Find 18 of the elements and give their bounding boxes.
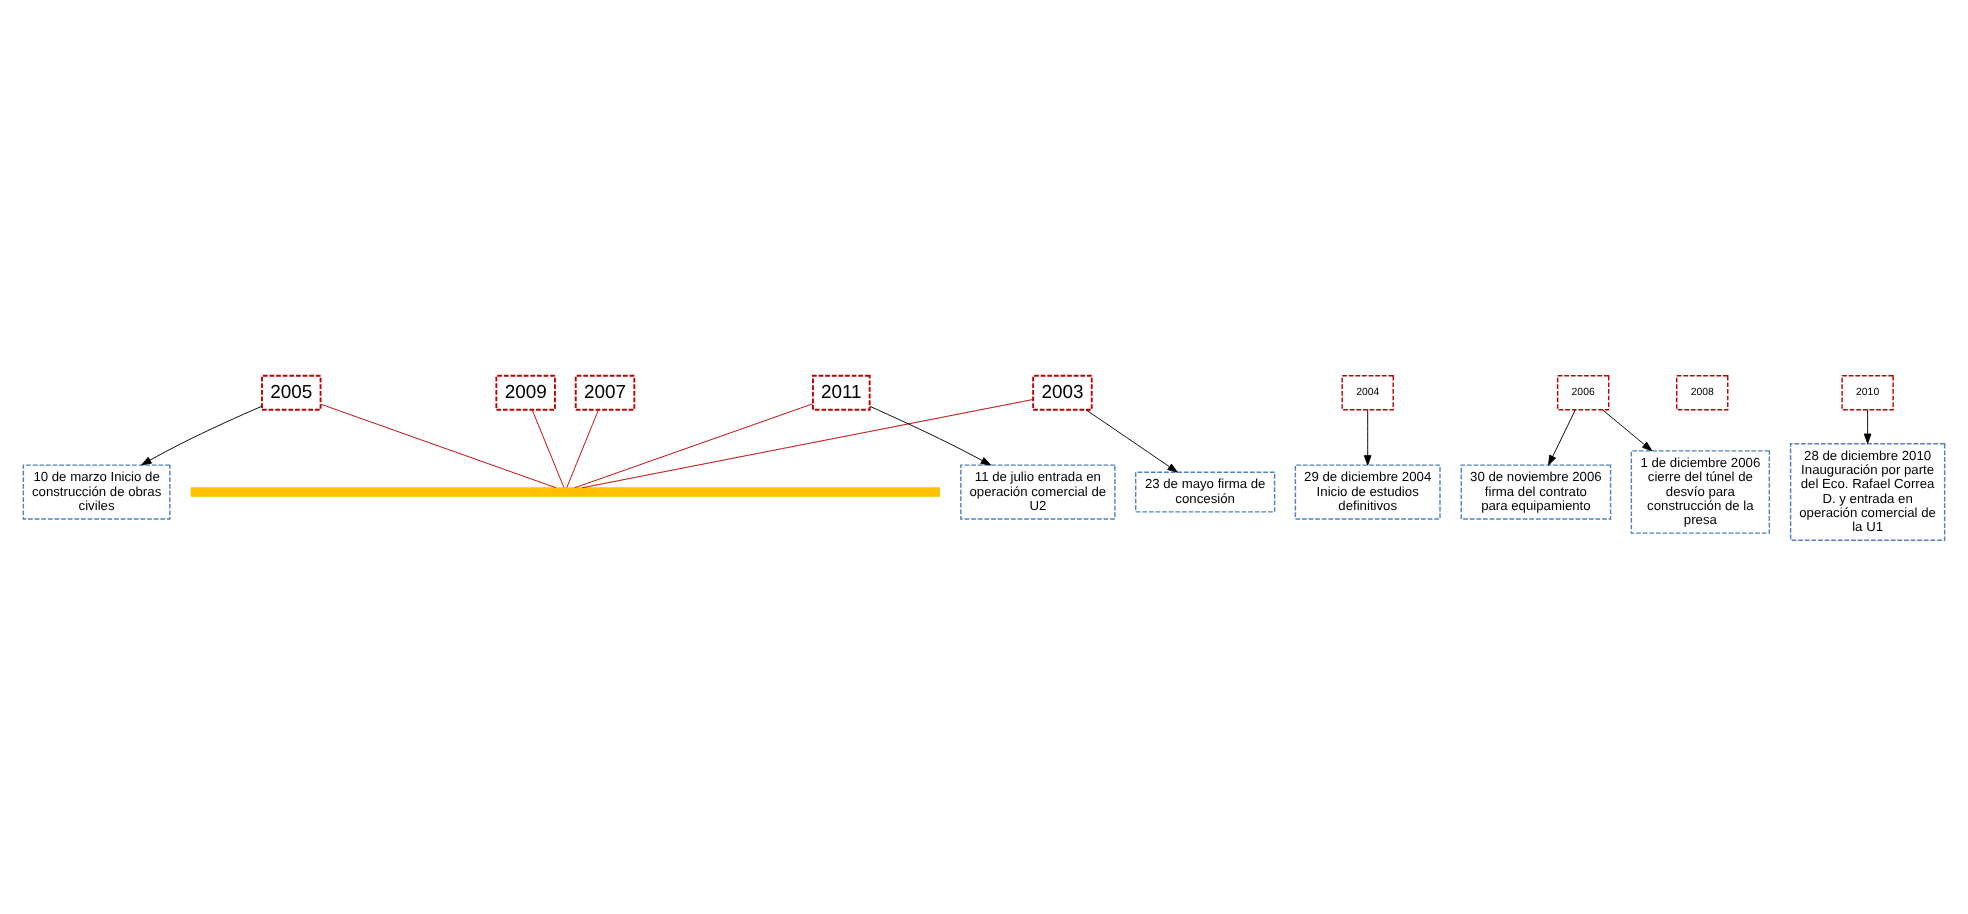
- arrow: [1602, 408, 1653, 451]
- connector: [531, 408, 565, 487]
- connector: [574, 402, 814, 488]
- node-box: 2005: [261, 373, 322, 410]
- node-bar: [190, 486, 941, 496]
- node-box: 2003: [1032, 373, 1093, 410]
- arrow: [869, 404, 992, 465]
- arrow: [1548, 408, 1576, 465]
- arrow: [141, 404, 263, 465]
- connector: [566, 408, 599, 487]
- arrow: [1863, 408, 1872, 443]
- connector: [320, 402, 557, 488]
- node-box: 2009: [495, 373, 556, 410]
- arrow: [1085, 408, 1178, 472]
- connector: [581, 398, 1034, 488]
- arrow: [1363, 408, 1372, 465]
- node-box: 2007: [574, 373, 636, 410]
- node-box: 2011: [812, 373, 871, 410]
